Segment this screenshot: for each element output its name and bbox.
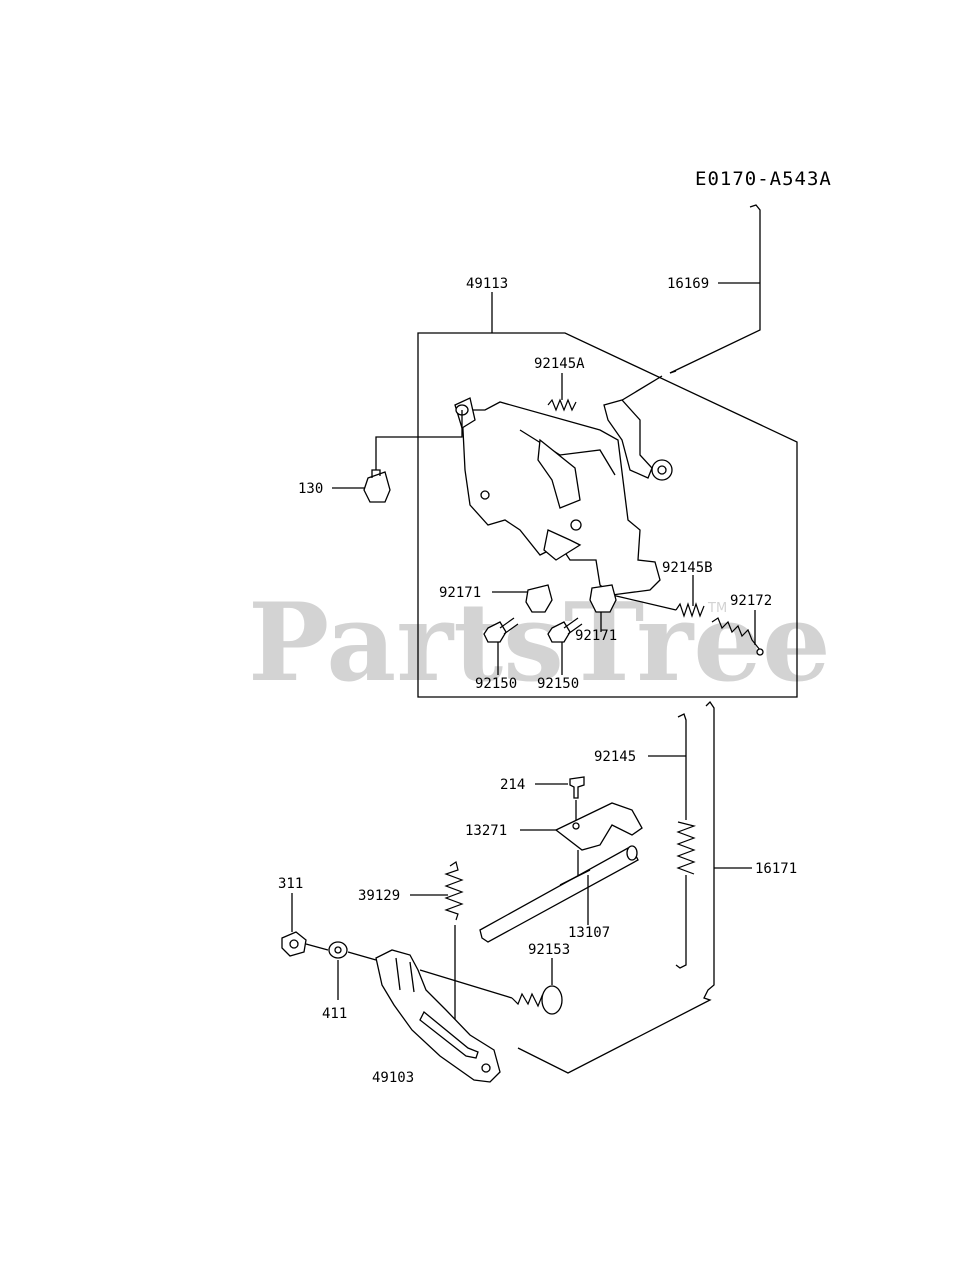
spring-92145-wire xyxy=(675,713,687,969)
bolt-92172 xyxy=(711,617,761,651)
bolt-130-shank xyxy=(371,469,381,478)
diagram-code: E0170-A543A xyxy=(695,168,832,190)
label-92150-left[interactable]: 92150 xyxy=(475,676,517,692)
plate-13271-hole xyxy=(572,822,580,830)
trademark-mark: TM xyxy=(707,601,727,616)
plate-hole-left xyxy=(480,490,490,500)
screw-92150-right-thread xyxy=(563,617,583,635)
washer-411-hole xyxy=(334,946,342,954)
label-13107[interactable]: 13107 xyxy=(568,925,610,941)
lever-arm xyxy=(537,438,581,509)
label-16171[interactable]: 16171 xyxy=(755,861,797,877)
bolt-92153-head xyxy=(541,985,563,1015)
label-311[interactable]: 311 xyxy=(278,876,303,892)
screw-92150-left-thread xyxy=(499,617,519,635)
leader-130-box xyxy=(375,410,463,470)
link-92145B xyxy=(611,594,677,611)
label-92145B[interactable]: 92145B xyxy=(662,560,713,576)
bolt-92153-thread xyxy=(511,992,547,1008)
bolt-92153-axis xyxy=(419,969,513,999)
shaft-13107 xyxy=(479,847,639,943)
label-13271[interactable]: 13271 xyxy=(465,823,507,839)
bracket-knob-center xyxy=(657,465,667,475)
screw-214 xyxy=(569,776,585,799)
lever-49103-slot xyxy=(419,1010,479,1059)
clip-92171-right xyxy=(589,584,617,613)
nut-311-hole xyxy=(289,939,299,949)
label-411[interactable]: 411 xyxy=(322,1006,347,1022)
lever-lower xyxy=(543,529,582,561)
label-92145[interactable]: 92145 xyxy=(594,749,636,765)
label-92171-right[interactable]: 92171 xyxy=(575,628,617,644)
lever-49103-forks xyxy=(395,957,415,993)
assembly-box-outline xyxy=(417,332,798,698)
label-130[interactable]: 130 xyxy=(298,481,323,497)
label-92171-left[interactable]: 92171 xyxy=(439,585,481,601)
bolt-92172-end xyxy=(756,648,764,656)
upper-bracket xyxy=(603,399,653,479)
label-49113[interactable]: 49113 xyxy=(466,276,508,292)
label-92172[interactable]: 92172 xyxy=(730,593,772,609)
label-214[interactable]: 214 xyxy=(500,777,525,793)
spring-92145-coil xyxy=(676,821,697,875)
nut-axis xyxy=(305,943,329,951)
label-16169[interactable]: 16169 xyxy=(667,276,709,292)
spring-92145B xyxy=(675,602,705,618)
shaft-13107-flat xyxy=(559,869,591,886)
spring-39129 xyxy=(444,861,464,921)
clip-92171-left xyxy=(525,584,553,613)
washer-axis xyxy=(347,951,377,961)
plate-hole-center xyxy=(570,519,582,531)
label-92153[interactable]: 92153 xyxy=(528,942,570,958)
shaft-13107-end xyxy=(626,845,638,861)
spring-92145A xyxy=(547,398,577,412)
plate-13271 xyxy=(554,802,643,851)
lever-49103-hole xyxy=(481,1063,491,1073)
lever-49103 xyxy=(375,949,501,1083)
rod-16171 xyxy=(517,700,715,1074)
label-49103[interactable]: 49103 xyxy=(372,1070,414,1086)
bolt-130-head xyxy=(363,471,391,503)
label-92150-right[interactable]: 92150 xyxy=(537,676,579,692)
label-39129[interactable]: 39129 xyxy=(358,888,400,904)
rod-16169-hook xyxy=(669,370,677,374)
label-92145A[interactable]: 92145A xyxy=(534,356,585,372)
rod-16169 xyxy=(669,204,761,374)
